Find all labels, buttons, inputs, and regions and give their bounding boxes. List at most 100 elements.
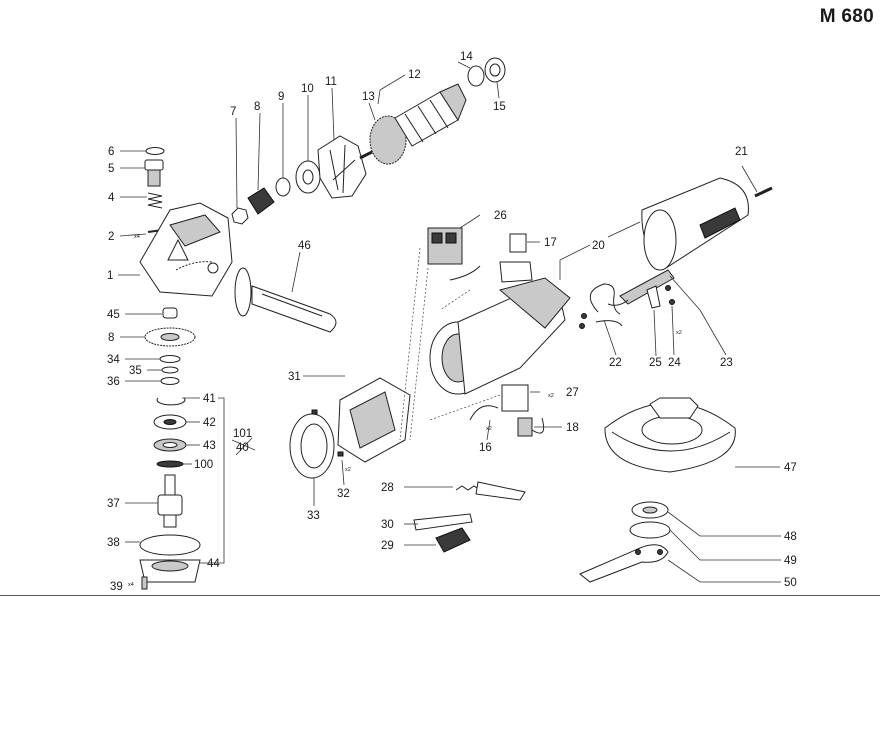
part-number: 10 [301,83,314,95]
part-number: 13 [362,91,375,103]
o-ring-shape [145,147,165,155]
cable-screw-shape [579,323,585,329]
part-number: 12 [408,69,421,81]
part-number: 27 [566,387,579,399]
washer-shape [159,355,181,363]
part-number: 17 [544,237,557,249]
suppressor-holder-shape [499,261,533,283]
part-number: 41 [203,393,216,405]
exploded-view: 6 5 4 2 1 45 8 34 35 36 41 42 43 100 101… [107,51,797,593]
hex-nut-shape [231,207,249,225]
spindle-thread-shape [163,514,177,528]
part-number: 40 [236,442,249,454]
model-title: M 680 [819,6,874,27]
cable-shape [607,299,629,306]
side-handle-drawing [234,267,337,333]
part-number: 49 [784,555,797,567]
cable-screw-shape [581,313,587,319]
part-number: 8 [254,101,260,113]
spanner-pin-shape [657,549,663,555]
quantity-mark: x2 [548,393,554,399]
baffle-ring-inner-shape [300,423,328,469]
spanner-shape [579,544,669,583]
part-number: 33 [307,510,320,522]
part-number: 25 [649,357,662,369]
brush-holder-shape [501,384,529,412]
suppressor-shape [509,233,527,253]
armature-bearing-bore-shape [302,169,314,185]
part-number: 31 [288,371,301,383]
cover-screw-shape [754,186,773,198]
spring-shape [147,192,163,209]
quantity-mark: x2 [486,426,492,432]
armature-winding-shape [369,115,407,165]
part-number: 34 [107,354,120,366]
commutator-shape [439,83,467,122]
cable-clamp-shape [589,283,621,315]
flange-screw-shape [141,576,148,590]
part-number: 32 [337,488,350,500]
armature-shaft-shape [359,150,373,160]
part-number: 15 [493,101,506,113]
part-number: 7 [230,106,236,118]
part-number: 23 [720,357,733,369]
motor-housing-top-shape [498,277,571,329]
guard-clamp-shape [649,397,699,419]
part-number: 47 [784,462,797,474]
circlip-shape [156,397,186,406]
retaining-ring-shape [139,534,201,556]
part-number: 36 [107,376,120,388]
part-number: 44 [207,558,220,570]
part-number: 24 [668,357,681,369]
gear-housing-shape [139,202,233,297]
part-number: 48 [784,531,797,543]
part-number: 9 [278,91,284,103]
switch-terminal-shape [445,232,457,244]
part-number: 35 [129,365,142,377]
clamping-nut-bore-shape [642,506,658,514]
support-flange-shape [629,521,671,539]
quantity-mark: x4 [134,234,140,240]
spanner-pin-shape [635,549,641,555]
part-number: 6 [108,146,114,158]
part-numbers: 6 5 4 2 1 45 8 34 35 36 41 42 43 100 101… [107,51,797,593]
guard-drawing [579,397,736,583]
lock-pin-shape [147,169,161,187]
part-number: 18 [566,422,579,434]
part-number: 101 [233,428,252,440]
crown-gear-hub-shape [160,333,180,341]
switch-terminal-shape [431,232,443,244]
pin-shape [311,409,318,415]
part-number: 4 [108,192,115,204]
washer-shape [161,366,179,374]
thin-washer-shape [156,460,184,468]
part-number: 1 [107,270,113,282]
armature-laminations-shape [404,93,457,143]
handle-ridge-shape [261,293,323,317]
part-number: 2 [108,231,114,243]
strain-relief-shape [646,285,661,309]
assembly-guide-lines [399,247,501,441]
pinion-gear-shape [247,187,275,215]
wire-shape [449,265,481,281]
seal-bore-shape [162,442,178,448]
switch-slide-drawing [413,481,526,553]
cable-screw-shape [669,299,675,305]
bearing-flange-seat-shape [151,560,189,572]
bottom-rule [0,595,880,596]
part-number: 28 [381,482,394,494]
part-number: 21 [735,146,748,158]
housing-port-shape [207,262,219,274]
spindle-shaft-shape [164,474,176,498]
fan-shape [317,135,367,199]
handle-guard-shape [234,267,252,317]
motor-housing-drawing [289,227,571,479]
part-number: 22 [609,357,622,369]
part-number: 20 [592,240,605,252]
part-number: 42 [203,417,216,429]
wire-shape [531,417,545,434]
part-number: 50 [784,577,797,589]
part-number: 29 [381,540,394,552]
bearing-bushing-bore-shape [489,63,501,77]
guard-collar-shape [641,415,703,445]
